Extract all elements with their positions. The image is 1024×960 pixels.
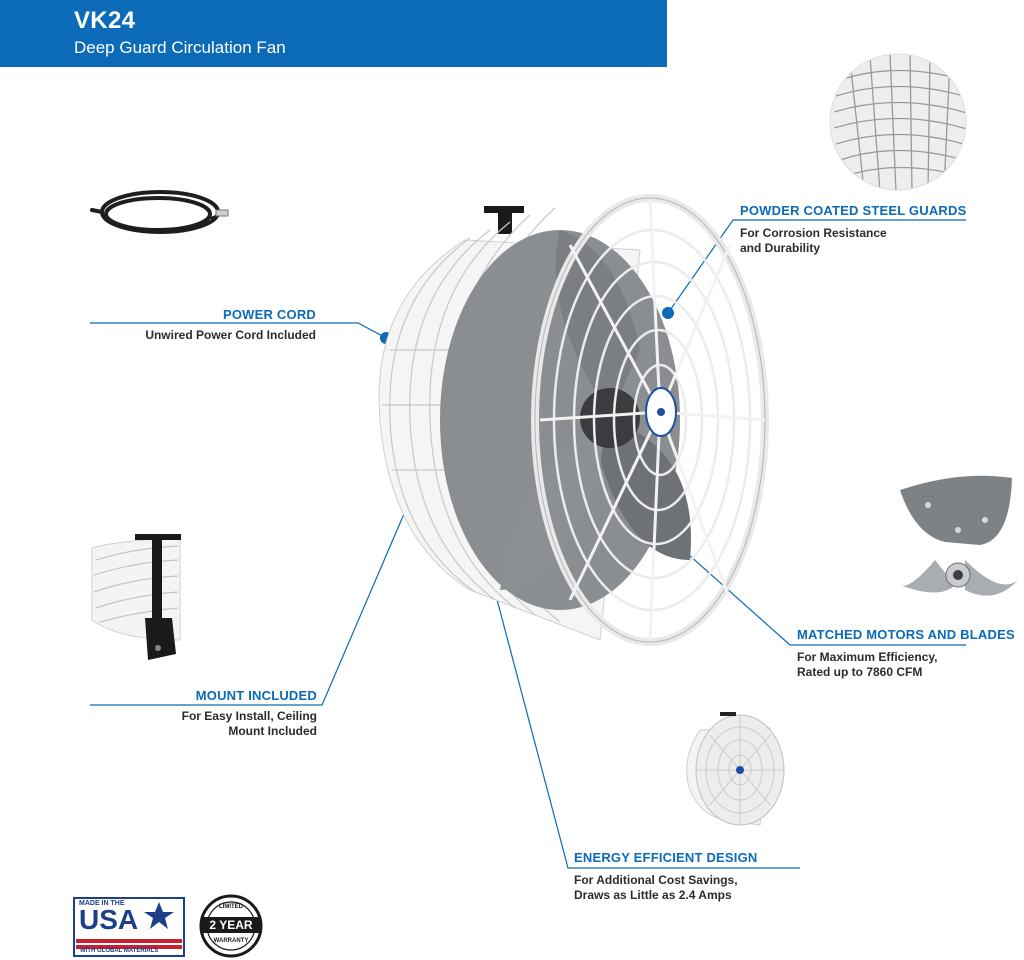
leader-powder [667,219,966,314]
callout-desc: For Additional Cost Savings, Draws as Li… [574,873,738,902]
callout-powder-coated: POWDER COATED STEEL GUARDS For Corrosion… [740,203,966,256]
usa-badge-top: MADE IN THE [79,900,125,907]
warranty-badge [199,894,263,958]
blade-closeup-image [900,475,1018,596]
callout-desc: For Corrosion Resistance and Durability [740,226,887,255]
callout-title: POWDER COATED STEEL GUARDS [740,203,967,218]
main-fan-image [378,194,769,646]
usa-badge-text: MADE IN THE USA [79,900,149,935]
small-fan-image [686,712,785,826]
guard-closeup-image [830,54,966,190]
usa-badge-bottom: WITH GLOBAL MATERIALS [80,948,159,954]
warranty-main: 2 YEAR [209,918,253,932]
mount-closeup-image [91,534,181,660]
callout-title: MOUNT INCLUDED [195,688,317,703]
callout-title: ENERGY EFFICIENT DESIGN [574,850,758,865]
product-subtitle: Deep Guard Circulation Fan [74,38,286,57]
warranty-bottom: WARRANTY [213,938,249,944]
leader-powercord [90,322,387,339]
callout-energy: ENERGY EFFICIENT DESIGN For Additional C… [574,850,758,903]
callout-desc: For Maximum Efficiency, Rated up to 7860… [797,650,938,679]
callout-desc: Unwired Power Cord Included [145,328,316,342]
header-banner: VK24 Deep Guard Circulation Fan [0,0,667,67]
product-title: VK24 [74,7,136,34]
leader-energy [471,504,800,869]
usa-badge-main: USA [79,904,139,935]
callout-matched-motors: MATCHED MOTORS AND BLADES For Maximum Ef… [797,627,1015,680]
callout-power-cord: POWER CORD Unwired Power Cord Included [145,307,316,343]
callout-desc: For Easy Install, Ceiling Mount Included [181,709,317,738]
warranty-top: LIMITED [219,904,243,910]
callout-mount: MOUNT INCLUDED For Easy Install, Ceiling… [182,688,317,739]
callout-title: MATCHED MOTORS AND BLADES [797,627,1015,642]
callout-title: POWER CORD [223,307,316,322]
made-in-usa-badge [73,897,185,957]
power-cord-image [90,190,229,234]
